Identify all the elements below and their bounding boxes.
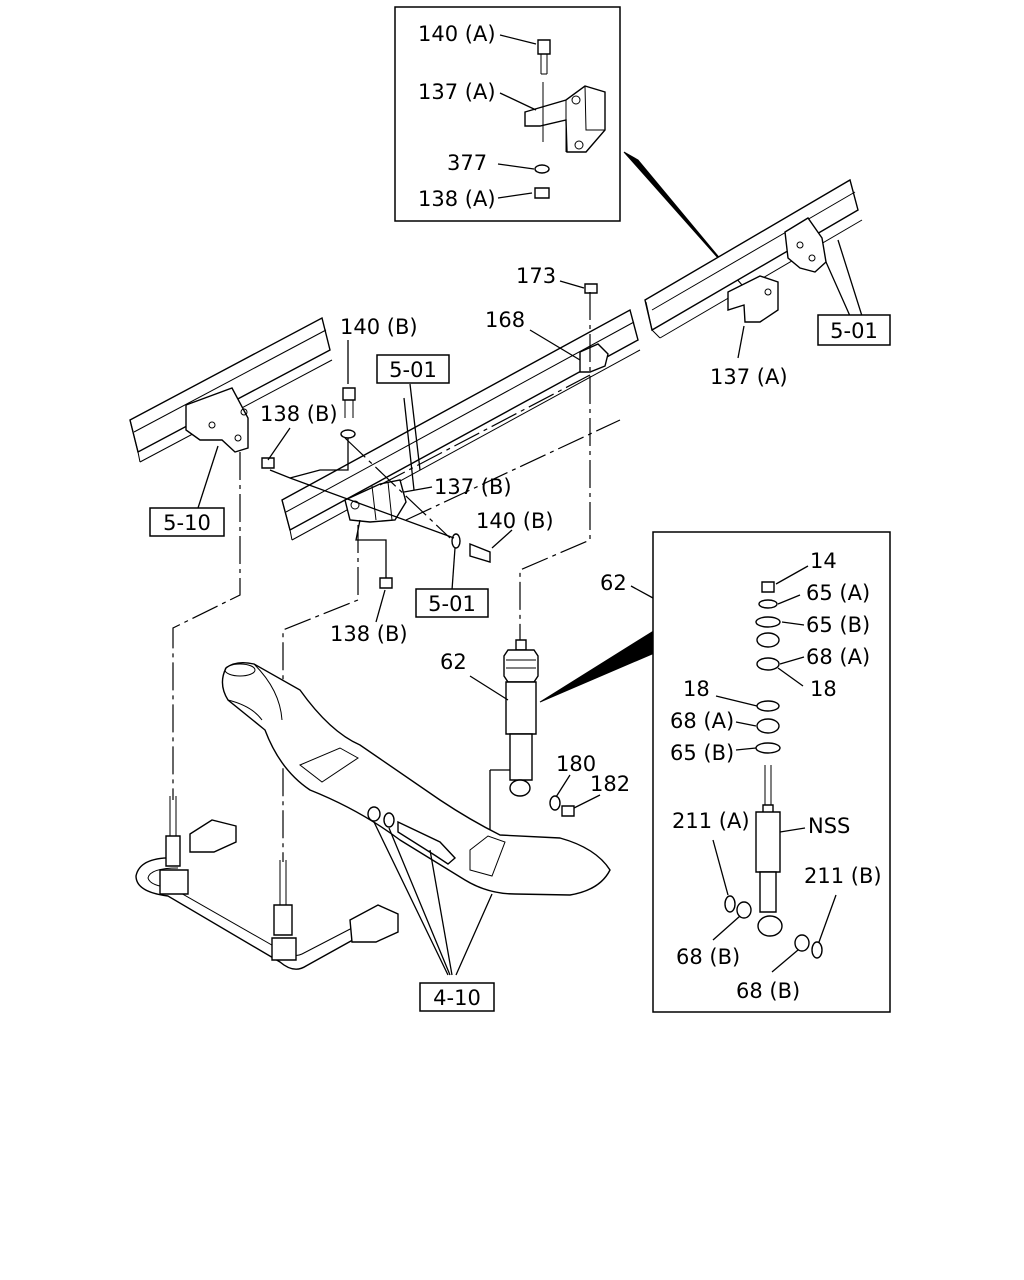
label-18-left: 18 [683,677,710,701]
callout-wedge-top [623,151,743,286]
shock-absorber-62 [469,639,601,880]
label-137a-right: 137 (A) [710,365,788,389]
ref-5-01-lower[interactable]: 5-01 [428,592,476,616]
label-68a-1: 68 (A) [806,645,870,669]
ref-box-frame [419,982,495,1012]
label-138a: 138 (A) [418,187,496,211]
label-173: 173 [516,264,556,288]
ref-5-01-upper-left[interactable]: 5-01 [389,358,437,382]
label-182: 182 [590,772,630,796]
ref-box-frame [415,588,489,618]
label-140b-upper: 140 (B) [340,315,418,339]
middle-frame-rail [281,308,641,541]
label-65b-1: 65 (B) [806,613,870,637]
leader-lines [267,280,585,623]
stabilizer-bar [135,796,399,970]
label-180: 180 [556,752,596,776]
left-frame-rail [129,316,333,509]
label-137a-top: 137 (A) [418,80,496,104]
ref-5-01-top-right[interactable]: 5-01 [830,319,878,343]
ref-box-frame [149,507,225,537]
label-140a-top: 140 (A) [418,22,496,46]
right-frame-rail [644,178,863,359]
label-62-left: 62 [440,650,467,674]
label-140b-lower: 140 (B) [476,509,554,533]
front-axle-beam [221,661,611,976]
label-65b-2: 65 (B) [670,741,734,765]
label-68b-2: 68 (B) [736,979,800,1003]
label-377: 377 [447,151,487,175]
label-137b: 137 (B) [434,475,512,499]
label-18-right: 18 [810,677,837,701]
label-nss: NSS [808,814,850,838]
ref-4-10[interactable]: 4-10 [433,986,481,1010]
label-138b-lower: 138 (B) [330,622,408,646]
label-138b-upper: 138 (B) [260,402,338,426]
label-211a: 211 (A) [672,809,750,833]
bracket-detail-inset [394,6,621,222]
callout-wedge-shock [539,631,653,703]
label-62-right: 62 [600,571,627,595]
bracket-hardware [261,283,598,589]
ref-5-10[interactable]: 5-10 [163,511,211,535]
label-168: 168 [485,308,525,332]
ref-box-frame [376,354,450,384]
label-68a-2: 68 (A) [670,709,734,733]
label-14: 14 [810,549,837,573]
ref-box-frame [817,314,891,346]
label-211b: 211 (B) [804,864,882,888]
label-65a: 65 (A) [806,581,870,605]
label-68b-1: 68 (B) [676,945,740,969]
shock-detail-box [630,531,891,1013]
